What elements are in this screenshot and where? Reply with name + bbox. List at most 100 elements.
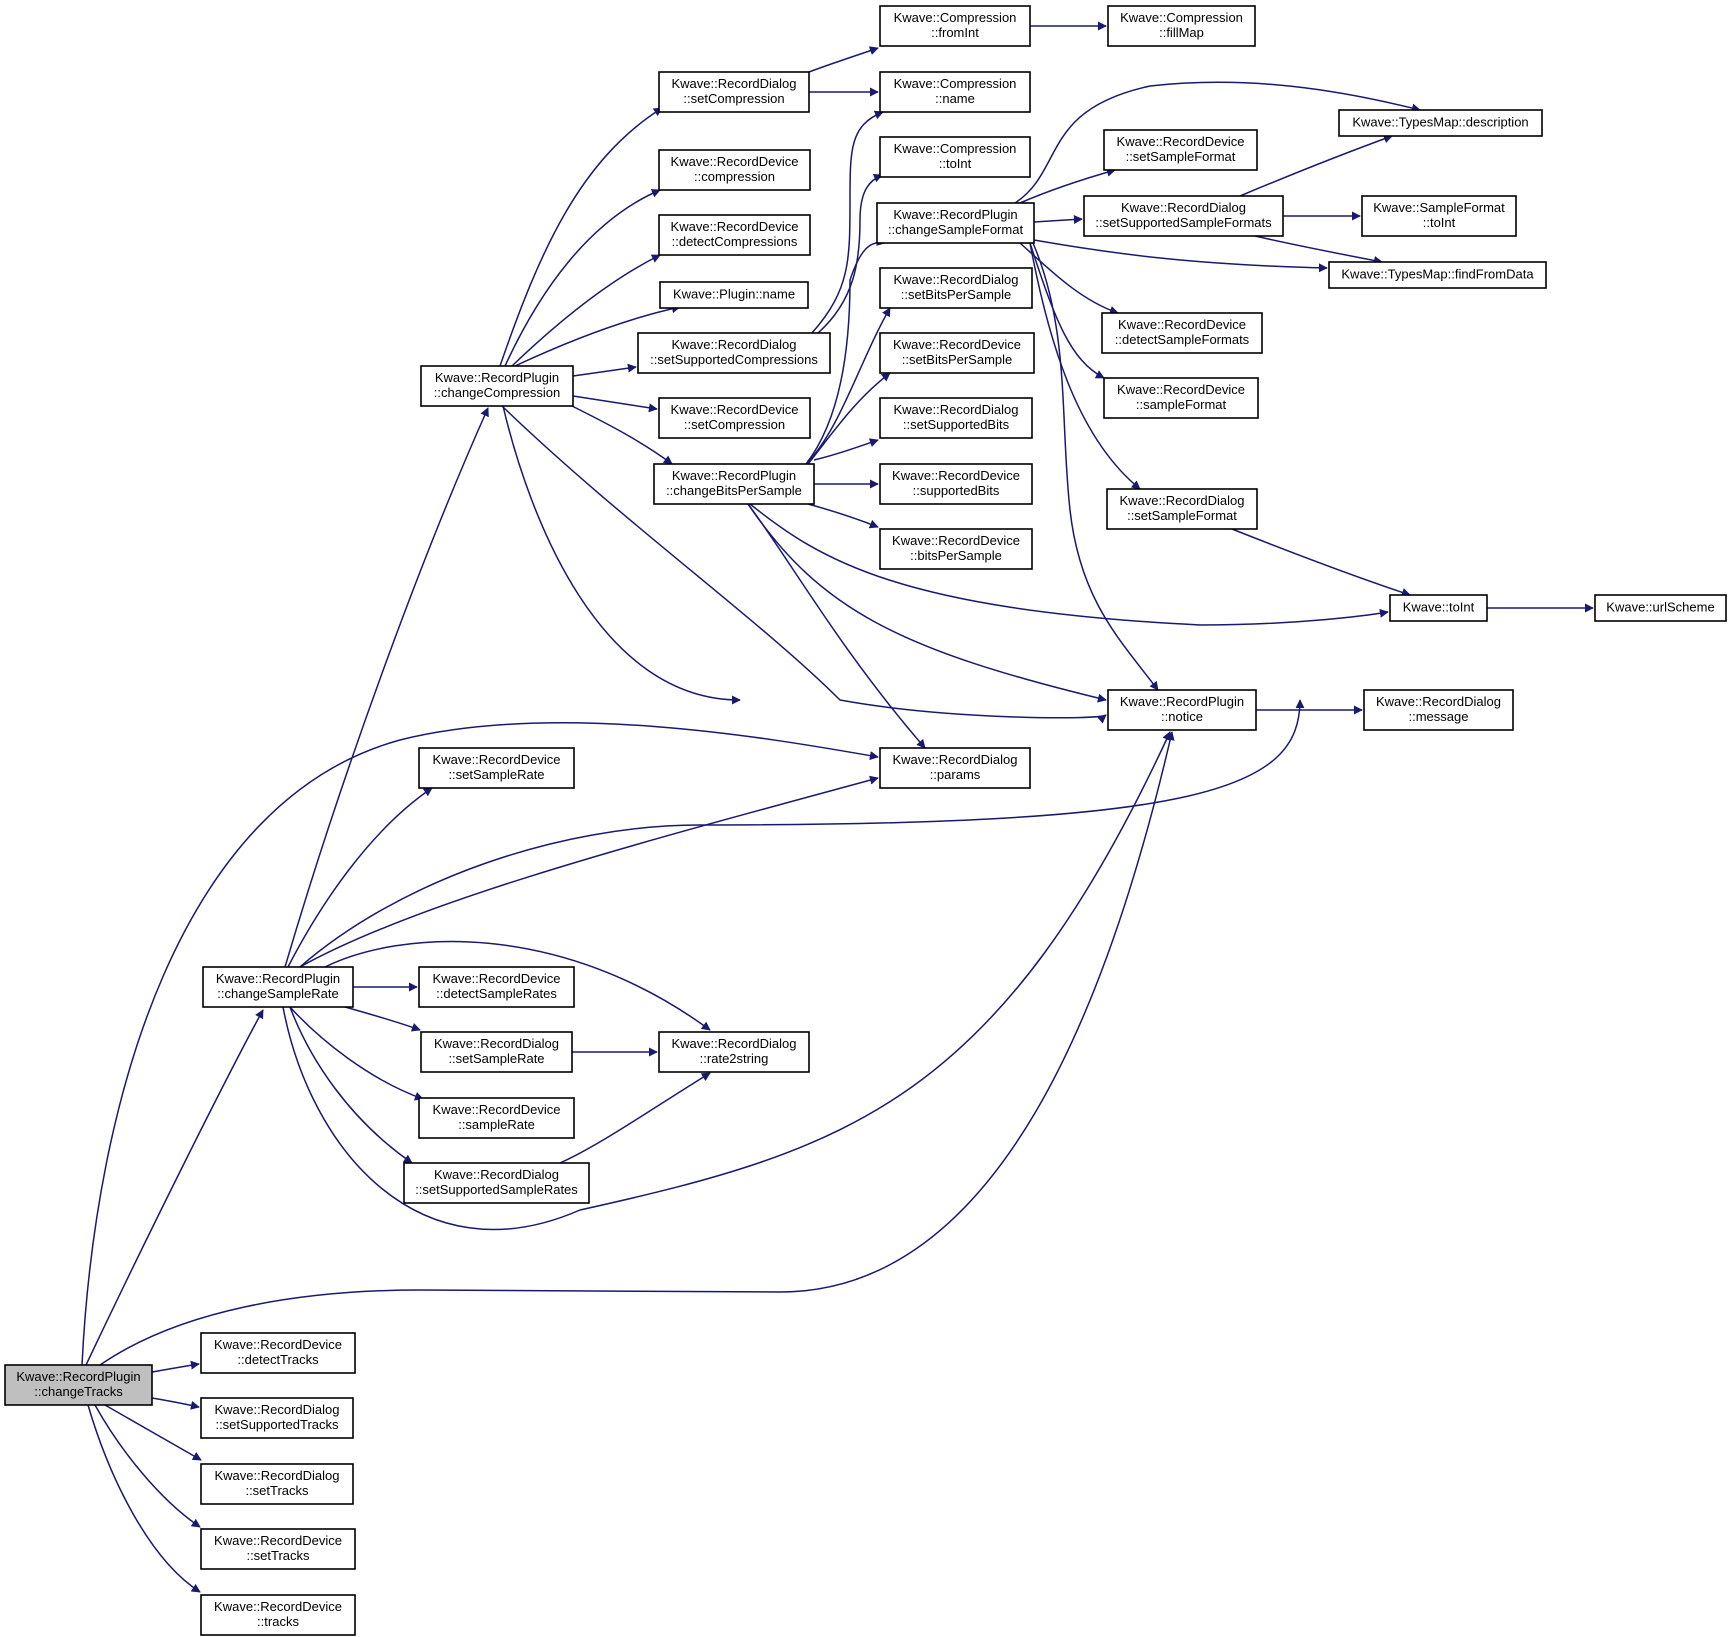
node-label-line: ::changeCompression [434,385,560,400]
node-label-line: Kwave::Plugin::name [673,287,795,302]
edge-changeBitsPerSample-to-changeSampleFormat [805,237,886,465]
node-box [637,332,831,374]
node-changeBitsPerSample[interactable]: Kwave::RecordPlugin::changeBitsPerSample [653,463,815,505]
node-devSetCompression[interactable]: Kwave::RecordDevice::setCompression [658,397,811,439]
node-kwaveToInt[interactable]: Kwave::toInt [1389,594,1488,622]
node-typesMapDescription[interactable]: Kwave::TypesMap::description [1338,109,1543,137]
node-dlgSetSampleFormat[interactable]: Kwave::RecordDialog::setSampleFormat [1106,488,1258,530]
node-box [876,202,1035,244]
node-label-line: ::setSampleFormat [1127,508,1237,523]
edge-changeTracks-to-dlgParams [81,722,879,1366]
edge-changeCompression-to-dlgSetSupportedCompressions [572,363,637,377]
node-label-line: ::changeBitsPerSample [666,483,802,498]
node-sampleFormatToInt[interactable]: Kwave::SampleFormat::toInt [1361,195,1517,237]
edge-changeSampleFormat-to-typesMapDescription [1014,81,1421,204]
node-box [200,1594,356,1636]
node-compFillMap[interactable]: Kwave::Compression::fillMap [1107,5,1256,47]
node-devDetectSampleFormats[interactable]: Kwave::RecordDevice::detectSampleFormats [1101,312,1263,354]
node-label-line: ::detectTracks [237,1352,319,1367]
node-label-line: Kwave::RecordPlugin [672,468,796,483]
edge-changeSampleRate-to-dlgParams [299,775,879,968]
edge-changeSampleRate-to-dlgSetSupportedSampleRates [289,1006,413,1164]
node-box [200,1528,356,1570]
node-dlgRate2string[interactable]: Kwave::RecordDialog::rate2string [658,1031,810,1073]
node-pluginName[interactable]: Kwave::Plugin::name [659,281,809,309]
node-box [879,528,1033,570]
node-dlgSetCompression[interactable]: Kwave::RecordDialog::setCompression [658,71,810,113]
node-dlgSetSupportedSampleFormats[interactable]: Kwave::RecordDialog::setSupportedSampleF… [1083,195,1284,237]
node-label-line: ::supportedBits [913,483,1000,498]
node-label-line: Kwave::TypesMap::findFromData [1341,267,1534,282]
node-label-line: Kwave::RecordDialog [1376,694,1501,709]
node-label-line: ::setSupportedSampleRates [415,1182,578,1197]
node-dlgSetSupportedCompressions[interactable]: Kwave::RecordDialog::setSupportedCompres… [637,332,831,374]
node-devBitsPerSample[interactable]: Kwave::RecordDevice::bitsPerSample [879,528,1033,570]
node-changeCompression[interactable]: Kwave::RecordPlugin::changeCompression [420,365,574,407]
node-label-line: ::setSupportedBits [903,417,1010,432]
edge-changeTracks-to-dlgSetSupportedTracks [151,1397,200,1410]
node-devSupportedBits[interactable]: Kwave::RecordDevice::supportedBits [879,463,1033,505]
node-dlgSetSupportedBits[interactable]: Kwave::RecordDialog::setSupportedBits [879,397,1033,439]
node-label-line: Kwave::Compression [894,76,1017,91]
node-label-line: ::setTracks [245,1483,309,1498]
node-changeSampleRate[interactable]: Kwave::RecordPlugin::changeSampleRate [202,966,354,1008]
edge-changeSampleFormat-to-devDetectSampleFormats [1019,242,1119,315]
node-devDetectSampleRates[interactable]: Kwave::RecordDevice::detectSampleRates [418,966,575,1008]
node-label-line: Kwave::RecordDevice [1117,382,1245,397]
node-dlgSetSupportedTracks[interactable]: Kwave::RecordDialog::setSupportedTracks [200,1397,354,1439]
node-box [658,71,810,113]
node-label-line: ::message [1409,709,1469,724]
node-label-line: ::bitsPerSample [910,548,1002,563]
edge-changeBitsPerSample-to-kwaveToInt [749,503,1389,626]
node-compFromInt[interactable]: Kwave::Compression::fromInt [879,5,1031,47]
node-dlgSetBitsPerSample[interactable]: Kwave::RecordDialog::setBitsPerSample [879,267,1033,309]
edges-layer [81,21,1594,1593]
node-devSetTracks[interactable]: Kwave::RecordDevice::setTracks [200,1528,356,1570]
node-dlgParams[interactable]: Kwave::RecordDialog::params [879,747,1031,789]
node-label-line: ::notice [1161,709,1203,724]
node-label-line: Kwave::Compression [1120,10,1243,25]
node-dlgSetSupportedSampleRates[interactable]: Kwave::RecordDialog::setSupportedSampleR… [403,1162,590,1204]
node-label-line: ::tracks [257,1614,299,1629]
node-label-line: ::setSampleRate [448,767,544,782]
edge-changeSampleRate-to-devSampleRate [289,1006,424,1101]
node-label-line: Kwave::RecordDialog [671,1036,796,1051]
node-changeSampleFormat[interactable]: Kwave::RecordPlugin::changeSampleFormat [876,202,1035,244]
node-box [1389,594,1488,622]
node-devDetectTracks[interactable]: Kwave::RecordDevice::detectTracks [200,1332,356,1374]
edge-changeSampleFormat-to-devSetSampleFormat [1019,167,1116,204]
node-devDetectCompressions[interactable]: Kwave::RecordDevice::detectCompressions [658,214,811,256]
node-notice[interactable]: Kwave::RecordPlugin::notice [1107,689,1257,731]
node-label-line: ::params [930,767,981,782]
node-devTracks[interactable]: Kwave::RecordDevice::tracks [200,1594,356,1636]
node-label-line: ::toInt [1423,215,1456,230]
node-label-line: Kwave::RecordDialog [893,272,1018,287]
edge-changeSampleFormat-to-typesMapFindFromData [1033,239,1328,273]
node-label-line: Kwave::RecordDevice [671,154,799,169]
node-typesMapFindFromData[interactable]: Kwave::TypesMap::findFromData [1328,261,1547,289]
node-label-line: Kwave::RecordDialog [434,1167,559,1182]
node-kwaveUrlScheme[interactable]: Kwave::urlScheme [1594,594,1727,622]
node-devCompression[interactable]: Kwave::RecordDevice::compression [658,149,811,191]
node-dlgSetTracks[interactable]: Kwave::RecordDialog::setTracks [200,1463,354,1505]
edge-changeSampleFormat-to-dlgSetSampleFormat [1029,242,1141,490]
node-devSampleRate[interactable]: Kwave::RecordDevice::sampleRate [418,1097,575,1139]
node-compToInt[interactable]: Kwave::Compression::toInt [879,136,1031,178]
node-label-line: ::setCompression [684,417,785,432]
node-dlgSetSampleRate[interactable]: Kwave::RecordDialog::setSampleRate [420,1031,573,1073]
node-label-line: Kwave::RecordDevice [214,1337,342,1352]
node-devSampleFormat[interactable]: Kwave::RecordDevice::sampleFormat [1103,377,1259,419]
node-box [418,966,575,1008]
edge-changeCompression-to-devSetCompression [572,395,658,413]
node-dlgMessage[interactable]: Kwave::RecordDialog::message [1363,689,1514,731]
node-devSetSampleRate[interactable]: Kwave::RecordDevice::setSampleRate [418,747,575,789]
node-compName[interactable]: Kwave::Compression::name [879,71,1031,113]
node-box [1107,689,1257,731]
node-label-line: ::setSupportedTracks [215,1417,339,1432]
edge-changeTracks-to-devSetTracks [94,1404,201,1528]
node-box [403,1162,590,1204]
node-devSetSampleFormat[interactable]: Kwave::RecordDevice::setSampleFormat [1103,129,1258,171]
node-devSetBitsPerSample[interactable]: Kwave::RecordDevice::setBitsPerSample [879,332,1035,374]
node-changeTracks[interactable]: Kwave::RecordPlugin::changeTracks [4,1364,153,1406]
node-box [1083,195,1284,237]
